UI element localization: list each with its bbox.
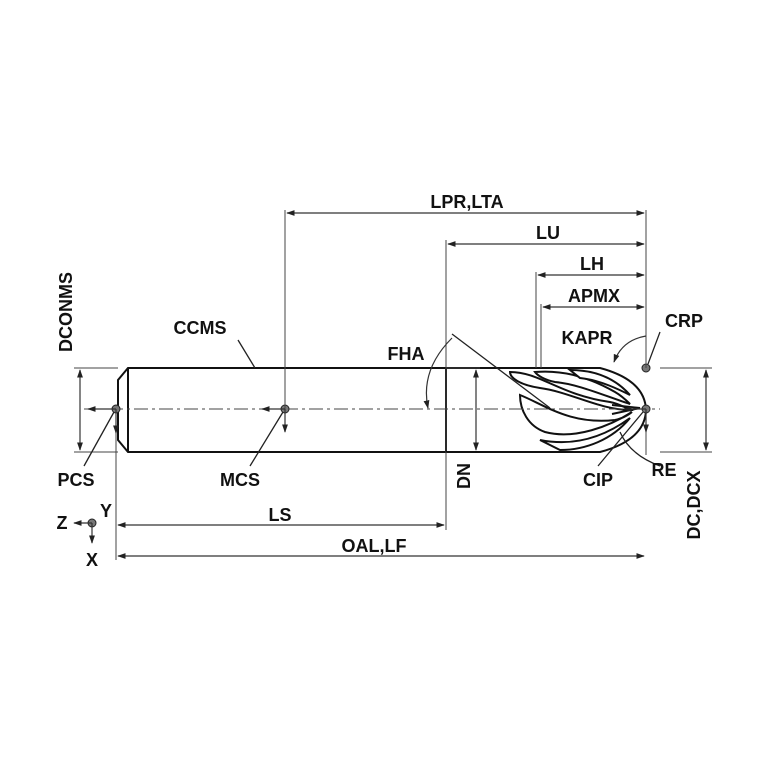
re-leader (619, 431, 661, 467)
ls-label: LS (268, 505, 291, 525)
tool-neck (446, 367, 510, 453)
apmx-label: APMX (568, 286, 620, 306)
fha-angle-arc (423, 337, 453, 409)
kapr-label: KAPR (561, 328, 612, 348)
cip-label: CIP (583, 470, 613, 490)
axis-y-label: Y (100, 501, 112, 521)
lu-label: LU (536, 223, 560, 243)
axis-x-label: X (86, 550, 98, 570)
fha-label: FHA (388, 344, 425, 364)
kapr-angle-arc (613, 335, 647, 363)
ccms-leader (237, 339, 256, 369)
crp-label: CRP (665, 311, 703, 331)
oal-lf-label: OAL,LF (342, 536, 407, 556)
dconms-label: DCONMS (56, 272, 76, 352)
re-label: RE (651, 460, 676, 480)
dn-label: DN (454, 463, 474, 489)
pcs-leader (83, 411, 115, 467)
mcs-leader (249, 411, 284, 467)
dc-dcx-label: DC,DCX (684, 470, 704, 539)
mcs-label: MCS (220, 470, 260, 490)
lh-label: LH (580, 254, 604, 274)
tool-cutting-head (508, 367, 648, 453)
lpr-lta-label: LPR,LTA (430, 192, 503, 212)
ccms-label: CCMS (174, 318, 227, 338)
pcs-label: PCS (57, 470, 94, 490)
axis-z-label: Z (57, 513, 68, 533)
crp-leader (647, 331, 661, 365)
cip-leader (597, 411, 644, 467)
